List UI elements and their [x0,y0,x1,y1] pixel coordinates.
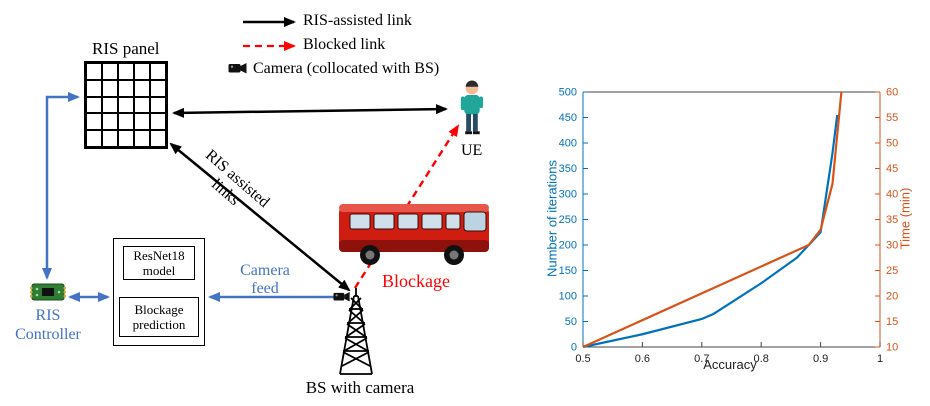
series-line-left [582,114,839,349]
controller-ris-link [42,92,80,280]
y-right-tick-label: 20 [886,291,898,303]
ue-label: UE [461,142,483,159]
bs-camera-icon [333,290,351,303]
y-left-tick-label: 250 [559,214,577,226]
y-right-tick-label: 60 [886,87,898,99]
y-right-tick-label: 40 [886,189,898,201]
x-tick-label: 0.8 [754,353,769,365]
legend-blocked-link-label: Blocked link [303,36,386,53]
blockage-prediction-box: Blockage prediction [119,297,199,337]
y-right-tick-label: 55 [886,112,898,124]
y-right-tick-label: 25 [886,265,898,277]
bus-image [336,198,492,268]
x-axis-title: Accuracy [703,357,757,372]
bs-label: BS with camera [305,378,415,397]
y-left-tick-label: 300 [559,189,577,201]
y-left-tick-label: 150 [559,265,577,277]
ris-ue-link [172,104,448,118]
x-tick-label: 0.7 [694,353,709,365]
y-left-tick-label: 500 [559,87,577,99]
ris-panel-grid [84,61,168,149]
y-right-tick-label: 15 [886,316,898,328]
y-axis-right-title: Time (min) [897,187,913,250]
ris-controller-icon [30,281,66,303]
y-left-tick-label: 400 [559,138,577,150]
blocked-link [353,124,460,289]
diagram-panel: RIS-assisted link Blocked link Camera (c… [15,12,492,397]
series-line-right [582,91,843,349]
ue-icon [452,80,490,140]
bs-tower-icon [328,288,384,376]
y-left-tick-label: 100 [559,291,577,303]
ris-controller-label: RIS Controller [15,307,81,343]
blockage-label: Blockage [382,271,450,291]
ris-panel-label: RIS panel [92,39,160,58]
y-left-tick-label: 450 [559,112,577,124]
y-left-tick-label: 350 [559,163,577,175]
legend-ris-link-label: RIS-assisted link [303,12,412,29]
y-axis-left-title: Number of iterations [544,159,560,278]
y-left-tick-label: 200 [559,240,577,252]
y-left-tick-label: 0 [571,342,577,354]
y-right-tick-label: 35 [886,214,898,226]
camera-feed-label: Camera feed [240,262,290,297]
resnet-box: ResNet18 model [123,246,195,280]
legend-camera-label: Camera (collocated with BS) [253,60,440,77]
y-right-tick-label: 50 [886,138,898,150]
y-right-tick-label: 30 [886,240,898,252]
y-right-tick-label: 10 [886,342,898,354]
x-tick-label: 1 [877,353,883,365]
x-tick-label: 0.5 [575,353,590,365]
legend-camera-icon [228,61,248,75]
y-right-tick-label: 45 [886,163,898,175]
diagram-arrows [42,17,460,302]
x-tick-label: 0.6 [635,353,650,365]
ris-bs-link [169,142,351,292]
x-tick-label: 0.9 [813,353,828,365]
y-left-tick-label: 50 [565,316,577,328]
